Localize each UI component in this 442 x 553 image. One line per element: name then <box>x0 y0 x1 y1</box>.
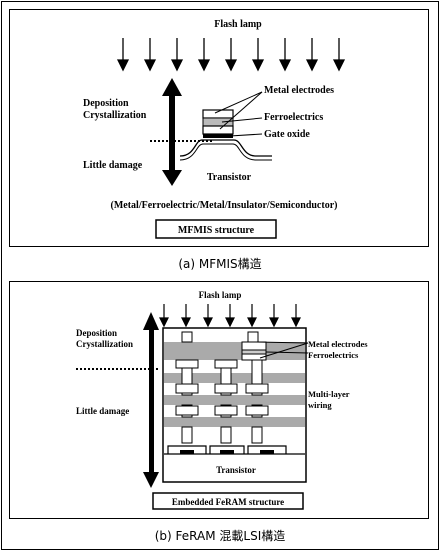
ferroelectrics-label: Ferroelectrics <box>308 350 359 360</box>
flash-lamp-label: Flash lamp <box>199 290 242 300</box>
structure-label: Embedded FeRAM structure <box>172 497 284 507</box>
depth-arrow <box>162 78 182 186</box>
deposition-label: Deposition <box>83 98 129 109</box>
transistor-label: Transistor <box>207 172 252 183</box>
multilayer-label-1: Multi-layer <box>308 389 350 399</box>
crystallization-label: Crystallization <box>83 110 147 121</box>
lsi-block <box>162 327 307 483</box>
flash-arrows <box>116 38 346 72</box>
little-damage-label: Little damage <box>83 160 143 171</box>
mfmis-stack <box>179 109 272 161</box>
transistor-label: Transistor <box>216 465 256 475</box>
panel-mfmis: Flash lamp Deposition Crystallization Li… <box>9 9 429 247</box>
layer-sequence-label: (Metal/Ferroelectric/Metal/Insulator/Sem… <box>111 200 338 211</box>
flash-arrows <box>159 304 301 328</box>
mfmis-diagram: Flash lamp Deposition Crystallization Li… <box>83 19 346 239</box>
gate-oxide-label: Gate oxide <box>264 129 310 140</box>
structure-label-box <box>155 219 277 239</box>
structure-label: MFMIS structure <box>178 225 255 236</box>
crystallization-label: Crystallization <box>76 339 133 349</box>
little-damage-label: Little damage <box>76 406 129 416</box>
metal-electrodes-label: Metal electrodes <box>308 339 368 349</box>
caption-a: (a) MFMIS構造 <box>178 257 262 271</box>
ferroelectrics-label: Ferroelectrics <box>264 112 323 123</box>
structure-label-box <box>152 492 304 510</box>
panel-feram: Flash lamp Deposition Crystallization Li… <box>9 281 429 519</box>
multilayer-label-2: wiring <box>308 400 332 410</box>
metal-electrodes-label: Metal electrodes <box>264 85 334 96</box>
caption-b: (b) FeRAM 混載LSI構造 <box>154 529 286 543</box>
deposition-label: Deposition <box>76 328 117 338</box>
pointer-lines <box>255 341 309 359</box>
depth-arrow <box>143 312 159 488</box>
feram-diagram: Flash lamp Deposition Crystallization Li… <box>76 290 368 510</box>
pointer-lines <box>214 91 263 137</box>
flash-lamp-label: Flash lamp <box>214 19 262 30</box>
